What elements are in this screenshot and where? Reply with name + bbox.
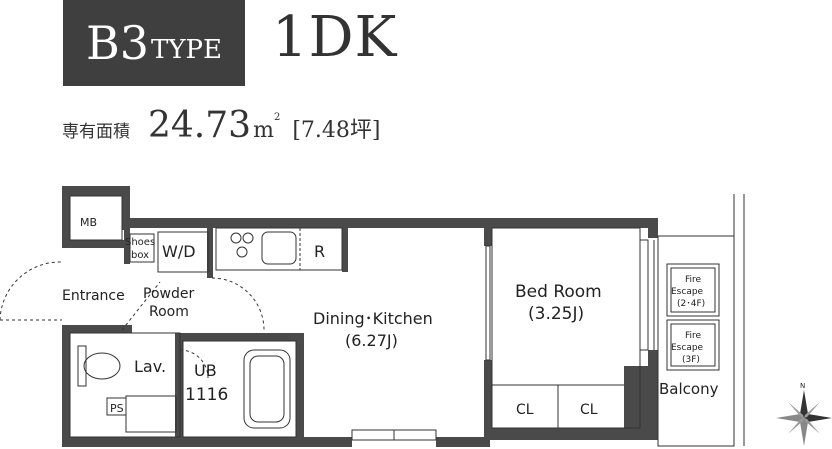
shoes-box-label-1: Shoes bbox=[125, 237, 155, 248]
compass-icon bbox=[776, 390, 832, 446]
type-badge: B3 TYPE bbox=[63, 0, 245, 86]
door-swings bbox=[0, 261, 265, 379]
powder-room-label-2: Room bbox=[149, 304, 189, 320]
cl-label-1: CL bbox=[516, 402, 534, 418]
type-letter: B3 bbox=[85, 16, 150, 70]
fire-escape-2-line-2: Escape bbox=[671, 343, 704, 353]
fire-escape-boxes bbox=[666, 263, 720, 371]
bed-room-label: Bed Room bbox=[515, 282, 602, 302]
bed-room-size: (3.25J) bbox=[528, 304, 584, 324]
fire-escape-2-line-1: Fire bbox=[685, 331, 702, 341]
shoes-box-label-2: box bbox=[131, 250, 149, 261]
area-tsubo: [7.48坪] bbox=[292, 118, 381, 143]
balcony-label: Balcony bbox=[659, 380, 719, 398]
layout-type: 1DK bbox=[272, 5, 398, 70]
bathtub bbox=[243, 349, 291, 429]
area-label: 専有面積 bbox=[62, 122, 130, 142]
kitchen-counter bbox=[230, 231, 297, 265]
thin-lines bbox=[69, 194, 745, 447]
r-label: R bbox=[314, 242, 325, 261]
powder-room-label-1: Powder bbox=[143, 286, 194, 302]
area-unit-sup: 2 bbox=[273, 112, 281, 123]
lav-label: Lav. bbox=[134, 357, 166, 376]
area-value: 24.73 bbox=[148, 105, 252, 146]
entrance-label: Entrance bbox=[62, 288, 125, 304]
area-unit-m: m bbox=[253, 118, 274, 143]
cl-label-2: CL bbox=[580, 402, 598, 418]
fire-escape-1-line-2: Escape bbox=[671, 287, 704, 297]
walls bbox=[62, 186, 658, 447]
fire-escape-2-line-3: (3F) bbox=[682, 355, 700, 365]
area-row: 専有面積 24.73 m2 [7.48坪] bbox=[62, 105, 380, 155]
dining-kitchen-size: (6.27J) bbox=[345, 331, 398, 350]
ub-size-label: 1116 bbox=[185, 385, 228, 405]
mb-label: MB bbox=[80, 216, 97, 229]
compass-north-label: N bbox=[800, 382, 805, 390]
fire-escape-1-line-3: (2･4F) bbox=[677, 299, 705, 309]
wd-label: W/D bbox=[162, 242, 196, 261]
dining-kitchen-label: Dining･Kitchen bbox=[313, 309, 433, 328]
type-word: TYPE bbox=[151, 35, 223, 65]
ub-label: UB bbox=[194, 361, 217, 380]
fire-escape-1-line-1: Fire bbox=[685, 275, 702, 285]
area-unit: m2 bbox=[253, 112, 280, 143]
toilet bbox=[77, 345, 121, 387]
ps-label: PS bbox=[110, 402, 124, 415]
